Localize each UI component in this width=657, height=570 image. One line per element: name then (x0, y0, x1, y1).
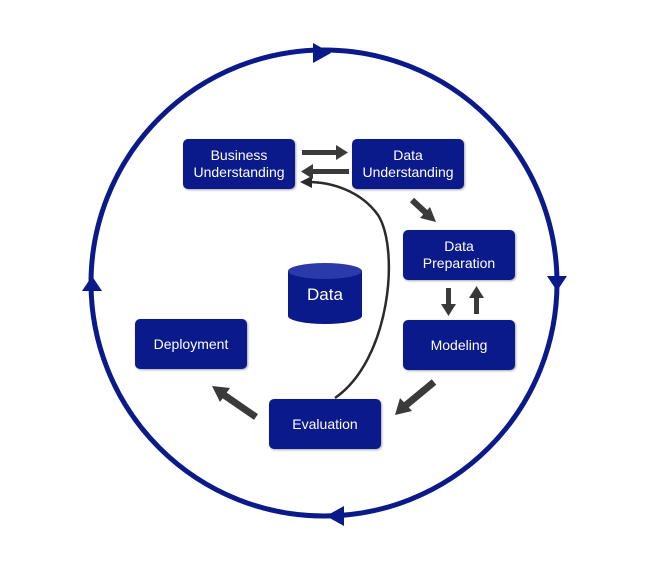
node-evaluation: Evaluation (269, 399, 381, 449)
data-cylinder (288, 263, 362, 324)
node-data-preparation-label: Data Preparation (422, 238, 496, 271)
node-deployment-label: Deployment (153, 335, 229, 352)
node-modeling-label: Modeling (430, 336, 488, 353)
arrow-business-to-data-understanding (302, 145, 348, 160)
node-deployment: Deployment (135, 319, 247, 369)
arc-arrowhead (300, 176, 312, 188)
arrow-preparation-to-modeling (441, 288, 456, 316)
arrow-data-understanding-to-business (301, 164, 349, 179)
arrow-data-understanding-to-preparation (409, 197, 436, 222)
node-data-understanding: Data Understanding (352, 139, 464, 189)
ring-arrowhead-bottom (326, 506, 344, 526)
node-business-understanding-label: Business Understanding (193, 147, 285, 180)
node-modeling: Modeling (403, 320, 515, 370)
arrow-modeling-to-preparation (469, 286, 484, 314)
arrow-modeling-to-evaluation (395, 379, 437, 415)
node-evaluation-label: Evaluation (292, 415, 358, 432)
node-business-understanding: Business Understanding (183, 139, 295, 189)
node-data-preparation: Data Preparation (403, 230, 515, 280)
ring-arrowhead-left (82, 276, 102, 291)
node-data-understanding-label: Data Understanding (362, 147, 454, 180)
data-cylinder-label: Data (307, 285, 343, 304)
ring-arrowhead-right (547, 276, 567, 291)
arrow-evaluation-to-deployment (212, 386, 258, 420)
ring-arrowhead-top (313, 43, 331, 63)
evaluation-to-business-arc (307, 180, 391, 400)
